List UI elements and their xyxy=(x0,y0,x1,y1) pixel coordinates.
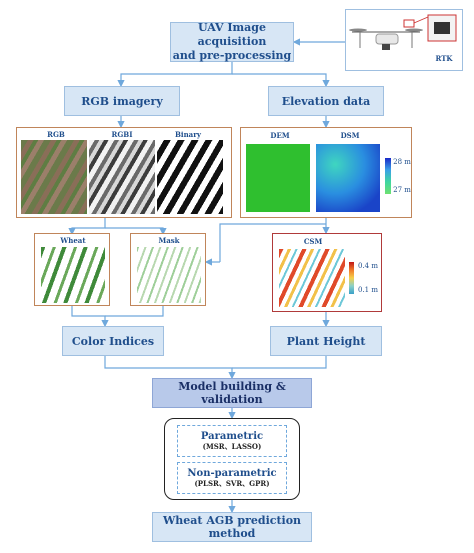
wheat-image xyxy=(41,247,105,303)
wheat-panel: Wheat xyxy=(34,233,110,306)
rgbi-image xyxy=(89,140,155,214)
rgb-label: RGB xyxy=(47,130,65,139)
parametric-methods: (MSR、LASSO) xyxy=(202,441,262,451)
uav-acquisition-box: UAV Image acquisition and pre-processing xyxy=(170,21,294,62)
drone-icon xyxy=(349,14,457,50)
csm-image xyxy=(279,249,345,307)
csm-colorbar xyxy=(349,262,354,294)
rgbi-label: RGBI xyxy=(111,130,133,139)
mask-image xyxy=(137,247,201,303)
color-indices-box: Color Indices xyxy=(62,326,164,356)
csm-label: CSM xyxy=(303,237,323,246)
plant-height-box: Plant Height xyxy=(270,326,382,356)
methods-container: Parametric (MSR、LASSO) Non-parametric (P… xyxy=(164,418,300,500)
dsm-scale-max: 28 m xyxy=(393,158,411,166)
parametric-group: Parametric (MSR、LASSO) xyxy=(177,425,287,457)
csm-scale-min: 0.1 m xyxy=(358,286,378,294)
elevation-data-box: Elevation data xyxy=(268,86,384,116)
dsm-label: DSM xyxy=(340,131,360,140)
binary-image xyxy=(157,140,223,214)
rtk-label: RTK xyxy=(435,54,453,63)
agb-prediction-box: Wheat AGB prediction method xyxy=(152,512,312,542)
non-parametric-group: Non-parametric (PLSR、SVR、GPR) xyxy=(177,462,287,494)
non-parametric-methods: (PLSR、SVR、GPR) xyxy=(194,478,270,488)
dem-label: DEM xyxy=(270,131,290,140)
wheat-label: Wheat xyxy=(60,236,86,245)
model-building-box: Model building & validation xyxy=(152,378,312,408)
acquisition-line2: and pre-processing xyxy=(172,49,292,62)
uav-inset: RTK xyxy=(345,9,463,71)
dsm-image xyxy=(316,144,380,212)
elevation-image-panel: DEM DSM 28 m 27 m xyxy=(240,127,412,218)
dsm-scale-min: 27 m xyxy=(393,186,411,194)
dsm-colorbar xyxy=(385,158,391,194)
rgb-image-panel: RGB RGBI Binary xyxy=(16,127,232,218)
dem-image xyxy=(246,144,310,212)
acquisition-line1: UAV Image acquisition xyxy=(197,21,267,48)
mask-panel: Mask xyxy=(130,233,206,306)
csm-panel: CSM 0.4 m 0.1 m xyxy=(272,233,382,312)
parametric-title: Parametric xyxy=(200,430,264,442)
non-parametric-title: Non-parametric xyxy=(187,467,277,479)
binary-label: Binary xyxy=(175,130,201,139)
csm-scale-max: 0.4 m xyxy=(358,262,378,270)
mask-label: Mask xyxy=(158,236,180,245)
rgb-imagery-box: RGB imagery xyxy=(64,86,180,116)
rgb-image xyxy=(21,140,87,214)
